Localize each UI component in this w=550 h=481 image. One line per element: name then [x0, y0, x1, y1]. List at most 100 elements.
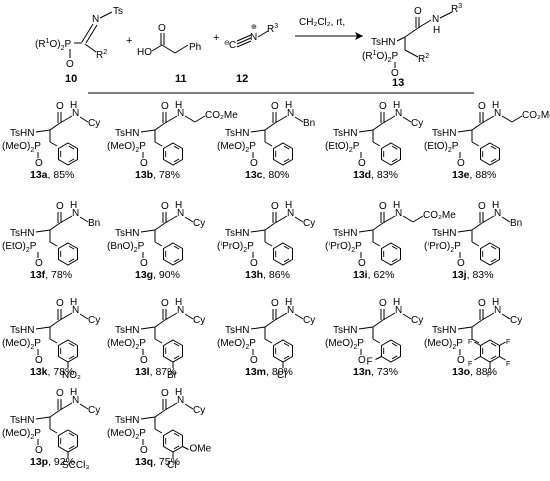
aryl-ring-double-bond: [173, 258, 180, 263]
product-tshn-label: TsHN: [371, 37, 395, 48]
calpha-aryl-bond: [264, 241, 273, 247]
tshn-label: TsHN: [225, 325, 249, 336]
calpha-aryl-bond: [372, 141, 381, 147]
nh-calpha-bond: [457, 326, 473, 330]
aryl-ring: [163, 142, 183, 166]
n-substituent-bond: [79, 216, 89, 223]
amide-h-label: H: [393, 200, 400, 211]
compound-12-label: 12: [236, 73, 248, 85]
compound-id: 13o: [452, 366, 470, 378]
phosphonate-label: (MeO)2P: [217, 141, 256, 154]
phosphoryl-o-label: O: [140, 158, 148, 169]
carbonyl-c-n-bond: [382, 312, 396, 321]
phosphonate-label: (ⁱPrO)2P: [424, 241, 461, 254]
calpha-aryl-bond: [49, 428, 58, 434]
arrow-head: [355, 32, 363, 40]
compound-id: 13p: [30, 456, 48, 468]
carbonyl-calpha-bond: [49, 222, 61, 231]
aryl-ring-double-bond: [283, 145, 290, 150]
compound-yield: , 86%: [263, 269, 290, 281]
compound-caption: 13h, 86%: [245, 269, 290, 281]
amide-substituent-label: Cy: [510, 315, 522, 326]
amide-substituent-label: Bn: [303, 118, 315, 129]
compound-id: 13d: [353, 169, 371, 181]
amide-substituent-label: CO₂Me: [423, 210, 456, 221]
phosphonate-label: (MeO)2P: [107, 338, 146, 351]
aryl-ring: [273, 242, 293, 266]
tshn-label: TsHN: [432, 128, 456, 139]
calpha-aryl-bond: [471, 338, 480, 344]
carbonyl-o-label: O: [379, 298, 387, 309]
nh-calpha-bond: [140, 129, 156, 133]
aryl-ring-double-bond: [391, 145, 398, 150]
aryl-ring: [381, 142, 401, 166]
carbonyl-c-n-bond: [164, 402, 178, 411]
fluoro-bond: [474, 356, 481, 361]
carbonyl-c-n-bond: [59, 115, 73, 124]
amide-h-label: H: [393, 100, 400, 111]
amide-substituent-label: Bn: [88, 218, 100, 229]
compound-caption: 13d, 83%: [353, 169, 398, 181]
aryl-ring-double-bond: [283, 342, 290, 347]
plus-sign-2: +: [213, 32, 219, 44]
carbonyl-c-n-bond: [274, 215, 288, 224]
n-substituent-bond: [184, 313, 194, 320]
n-ch2-bond: [184, 115, 196, 123]
carbonyl-o-label: O: [161, 298, 169, 309]
amide-substituent-label: Cy: [88, 315, 100, 326]
imine-n-label: N: [92, 14, 99, 25]
tshn-label: TsHN: [432, 325, 456, 336]
phosphoryl-o-label: O: [457, 355, 465, 366]
amide-h-label: H: [175, 200, 182, 211]
aryl-ring: [273, 339, 293, 363]
amide-substituent-label: Cy: [303, 218, 315, 229]
carbonyl-c-n-bond: [59, 402, 73, 411]
aryl-ring-double-bond: [391, 258, 398, 263]
aryl-ring: [163, 429, 183, 453]
carbonyl-c-n-bond: [481, 215, 495, 224]
carbonyl-calpha-bond: [372, 222, 384, 231]
phosphoryl-o-label: O: [358, 355, 366, 366]
compound-yield: , 83%: [371, 169, 398, 181]
n-substituent-bond: [79, 313, 89, 320]
compound-caption: 13b, 78%: [135, 169, 180, 181]
aryl-ring: [58, 339, 78, 363]
amide-h-label: H: [492, 200, 499, 211]
calpha-aryl-bond: [372, 338, 381, 344]
carbonyl-calpha-bond: [471, 319, 483, 328]
amide-h-label: H: [285, 100, 292, 111]
fluoro-bond: [499, 356, 506, 361]
aryl-ring: [273, 142, 293, 166]
n-substituent-bond: [501, 313, 511, 320]
aryl-ring-double-bond: [173, 342, 180, 347]
aryl-ring-double-bond: [68, 342, 75, 347]
aryl-ring: [480, 339, 500, 363]
phosphoryl-o-label: O: [140, 355, 148, 366]
amide-n-label: N: [72, 305, 79, 316]
calpha-aryl-bond: [154, 338, 163, 344]
amide-n-label: N: [72, 395, 79, 406]
nh-calpha-bond: [358, 326, 374, 330]
phosphoryl-o-label: O: [35, 355, 43, 366]
reactant-10: N Ts (R1O)2P R2 O 10: [35, 6, 123, 85]
compound-id: 13b: [135, 169, 153, 181]
carbonyl-calpha-bond: [49, 122, 61, 131]
n-ts-bond: [99, 11, 113, 19]
amide-n-label: N: [177, 305, 184, 316]
carbonyl-c-n-bond: [164, 312, 178, 321]
carbonyl-calpha-bond: [49, 409, 61, 418]
amide-h-label: H: [285, 297, 292, 308]
product-13: O N H R3 TsHN R2 (R1O)2P O 13: [362, 3, 462, 89]
compound-caption: 13o, 88%: [452, 366, 497, 378]
phosphonate-label: (MeO)2P: [107, 428, 146, 441]
fluoro-label: F: [468, 339, 472, 346]
phosphonate-label: (MeO)2P: [424, 338, 463, 351]
carbonyl-c-n-bond: [382, 215, 396, 224]
calpha-aryl-bond: [49, 338, 58, 344]
